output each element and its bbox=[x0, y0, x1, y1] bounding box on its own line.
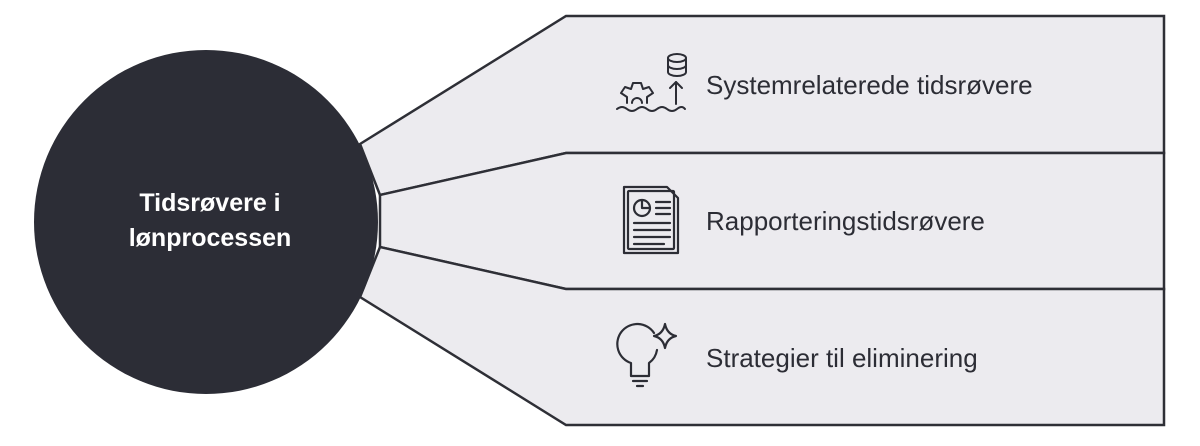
branch-label-strategies: Strategier til eliminering bbox=[706, 343, 978, 373]
report-document-icon bbox=[622, 185, 680, 255]
hub-circle bbox=[34, 50, 378, 394]
system-gear-database-icon bbox=[616, 53, 687, 112]
branch-label-system: Systemrelaterede tidsrøvere bbox=[706, 70, 1033, 100]
lightbulb-sparkle-icon bbox=[616, 322, 678, 388]
hub-label: Tidsrøvere i lønprocessen bbox=[95, 186, 325, 256]
hub-label-line-2: lønprocessen bbox=[128, 224, 292, 252]
branch-label-reporting: Rapporteringstidsrøvere bbox=[706, 206, 985, 236]
hub-label-line-1: Tidsrøvere i bbox=[139, 189, 281, 217]
